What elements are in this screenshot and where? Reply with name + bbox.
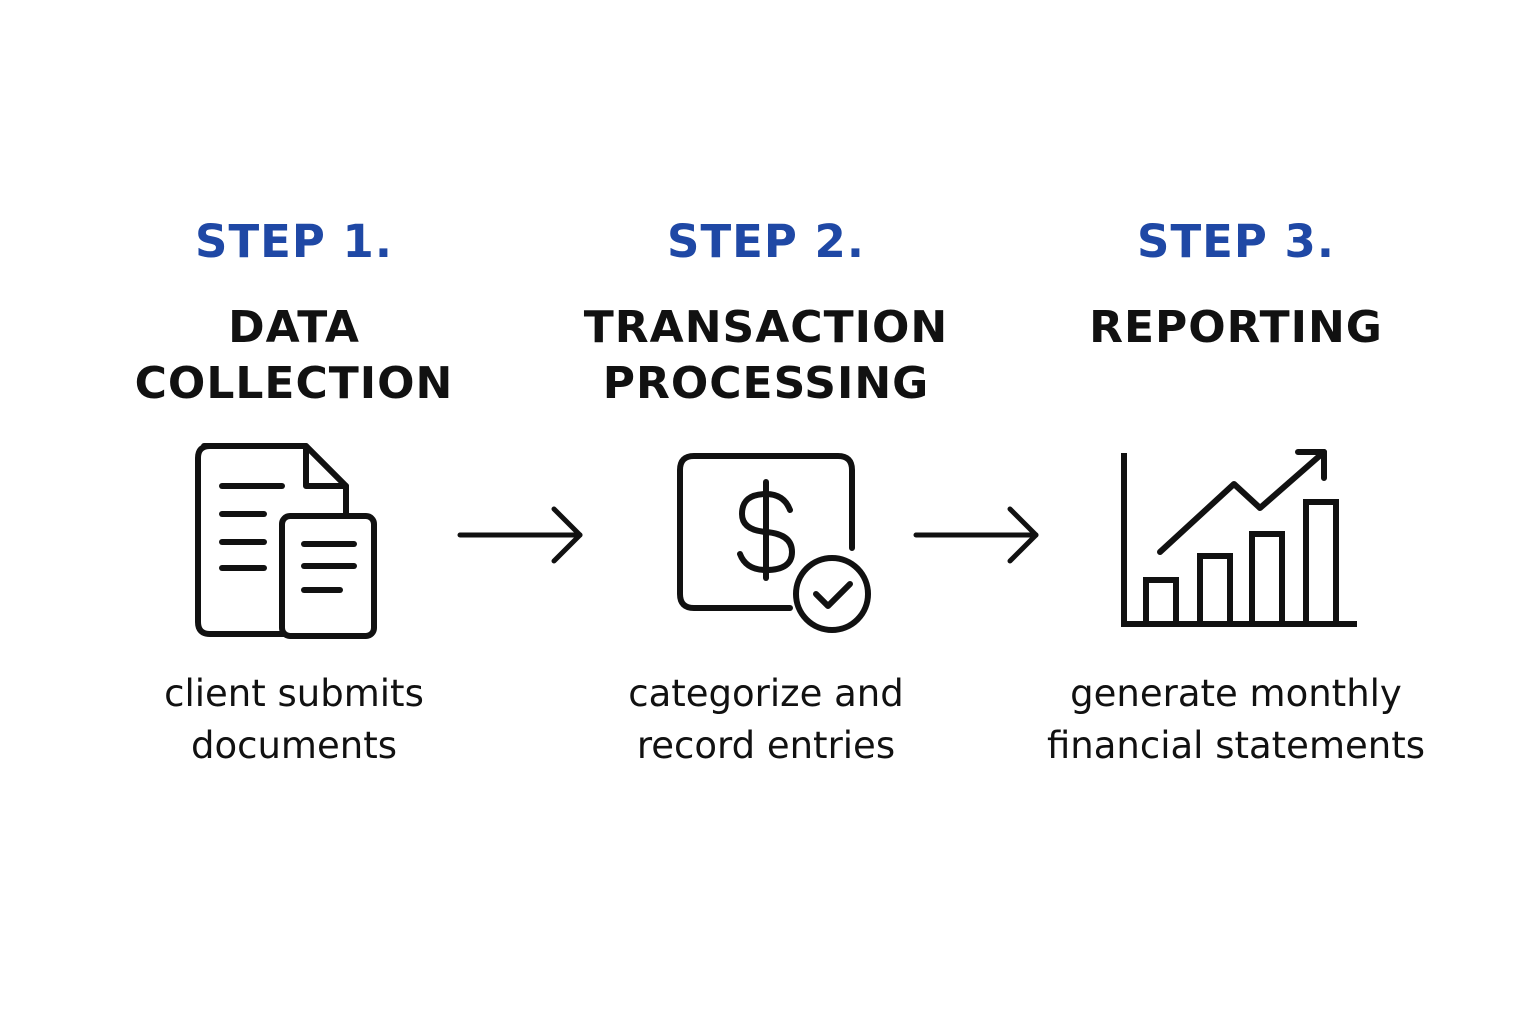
step-3-title-line-1: REPORTING (1089, 302, 1383, 353)
step-3-description-line-1: generate monthly (1070, 672, 1402, 715)
arrow-right-icon (913, 506, 1039, 564)
step-2-description-line-1: categorize and (628, 672, 904, 715)
step-1-description-line-2: documents (191, 724, 397, 767)
step-3-label: STEP 3. (1137, 215, 1335, 268)
step-1-description-line-1: client submits (164, 672, 424, 715)
arrow-right-icon (457, 506, 583, 564)
dollar-check-icon (677, 453, 871, 633)
step-3-description-line-2: financial statements (1047, 724, 1425, 767)
step-2-label: STEP 2. (667, 215, 865, 268)
documents-icon (195, 443, 377, 639)
step-2-description-line-2: record entries (636, 724, 896, 767)
step-2-title-line-2: PROCESSING (602, 358, 930, 409)
step-3-description: generate monthly financial statements (986, 668, 1486, 772)
growth-chart-icon (1121, 449, 1357, 627)
step-3-title: REPORTING (986, 300, 1486, 356)
step-2-title: TRANSACTION PROCESSING (516, 300, 1016, 412)
step-1-label: STEP 1. (195, 215, 393, 268)
step-2-description: categorize and record entries (516, 668, 1016, 772)
step-2-title-line-1: TRANSACTION (583, 302, 949, 353)
step-1-title: DATA COLLECTION (44, 300, 544, 412)
step-1-title-line-2: COLLECTION (134, 358, 454, 409)
step-1-title-line-1: DATA (228, 302, 360, 353)
step-1-description: client submits documents (44, 668, 544, 772)
